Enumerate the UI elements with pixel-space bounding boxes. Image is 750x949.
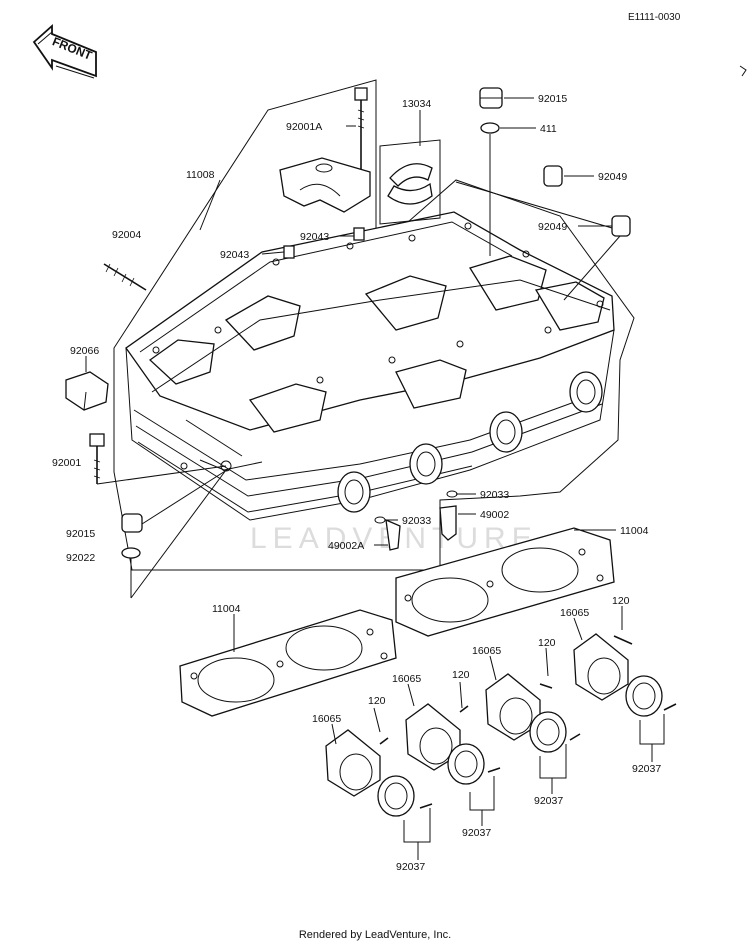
label-92022: 92022 <box>66 552 95 564</box>
cylinder-head <box>125 211 615 521</box>
bracket-92066 <box>65 371 109 411</box>
oring-92033-upper <box>446 490 458 498</box>
assembly-bracket <box>113 79 635 571</box>
holder-16065-1 <box>325 729 433 817</box>
footer-credit: Rendered by LeadVenture, Inc. <box>298 929 452 941</box>
label-92037-2: 92037 <box>462 827 491 839</box>
label-13034: 13034 <box>402 98 431 110</box>
holder-16065-4 <box>573 633 677 717</box>
cap-nut-92015-lower <box>121 513 143 533</box>
label-92066: 92066 <box>70 345 99 357</box>
bolt-92001a <box>354 87 368 172</box>
cap-nut-92015 <box>479 87 503 109</box>
label-92049-lower: 92049 <box>538 221 567 233</box>
plug-92049-upper <box>543 165 563 187</box>
label-11004-rear: 11004 <box>620 525 649 537</box>
label-92001a: 92001A <box>286 121 322 133</box>
cam-cap <box>279 157 371 213</box>
label-16065-1: 16065 <box>312 713 341 725</box>
label-92001: 92001 <box>52 457 81 469</box>
oring-92033-lower <box>374 516 386 524</box>
label-11008: 11008 <box>186 169 215 181</box>
label-92037-1: 92037 <box>396 861 425 873</box>
label-92033-lower: 92033 <box>402 515 431 527</box>
label-49002a: 49002A <box>328 540 364 552</box>
label-16065-3: 16065 <box>472 645 501 657</box>
dowel-92043-left <box>283 245 295 259</box>
plug-49002a <box>385 518 401 551</box>
dowel-92043-right <box>353 227 365 241</box>
label-16065-2: 16065 <box>392 673 421 685</box>
label-120-4: 120 <box>612 595 630 607</box>
label-92033-upper: 92033 <box>480 489 509 501</box>
holder-16065-3 <box>485 673 581 753</box>
label-92015-lower: 92015 <box>66 528 95 540</box>
label-92043-right: 92043 <box>300 231 329 243</box>
label-49002: 49002 <box>480 509 509 521</box>
label-16065-4: 16065 <box>560 607 589 619</box>
washer-92022 <box>121 547 141 559</box>
label-120-2: 120 <box>452 669 470 681</box>
stud-92004 <box>103 263 147 291</box>
label-92004: 92004 <box>112 229 141 241</box>
label-92015-top: 92015 <box>538 93 567 105</box>
label-11004-front: 11004 <box>212 603 241 615</box>
part-labels: 92001A 13034 92015 411 92049 92049 11008… <box>52 93 661 873</box>
washer-411 <box>480 122 500 134</box>
label-92049-upper: 92049 <box>598 171 627 183</box>
label-120-1: 120 <box>368 695 386 707</box>
gasket-11004-front <box>179 609 397 717</box>
holder-16065-2 <box>405 703 501 785</box>
plug-49002 <box>439 505 457 541</box>
diagram-code: E1111-0030 <box>628 12 681 23</box>
label-92043-left: 92043 <box>220 249 249 261</box>
leader-lines <box>85 97 665 860</box>
label-92037-3: 92037 <box>534 795 563 807</box>
gasket-11004-rear <box>395 527 615 637</box>
bolt-92001 <box>89 433 105 484</box>
front-arrow-icon: FRONT <box>32 23 97 79</box>
label-92037-4: 92037 <box>632 763 661 775</box>
label-411: 411 <box>540 123 557 135</box>
plug-92049-lower <box>611 215 631 237</box>
bearing-shell-13034 <box>379 139 441 225</box>
label-120-3: 120 <box>538 637 556 649</box>
